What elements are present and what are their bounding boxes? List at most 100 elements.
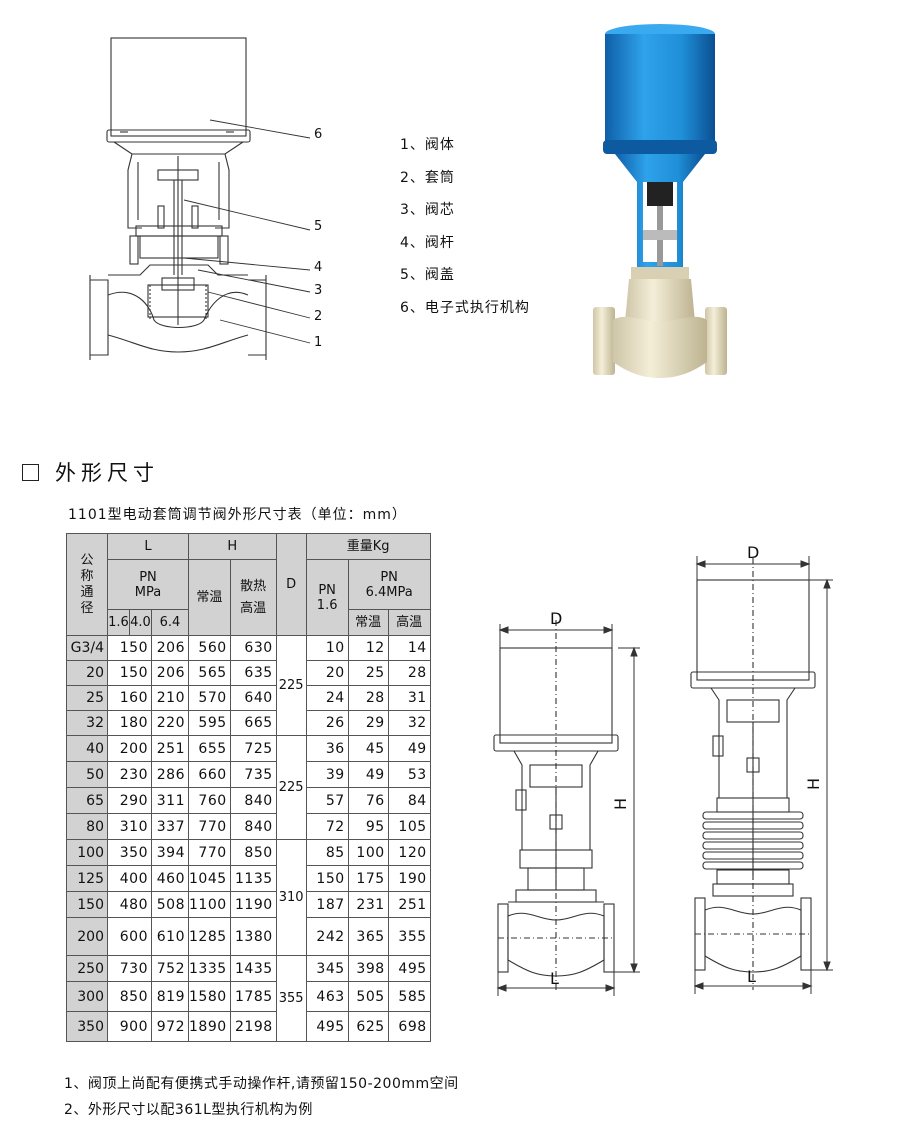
cell-l16: 230 xyxy=(107,761,152,788)
cell-l64: 819 xyxy=(151,981,189,1012)
cell-h2: 640 xyxy=(229,685,277,711)
cell-l64: 972 xyxy=(151,1011,189,1042)
cell-h2: 840 xyxy=(229,813,277,840)
cell-w16: 10 xyxy=(305,635,349,661)
outline-drawing-normal: D L H xyxy=(493,609,640,996)
cell-l16: 150 xyxy=(107,635,152,661)
cell-l16: 290 xyxy=(107,787,152,814)
cell-l16: 480 xyxy=(107,891,152,918)
dim-d-label: D xyxy=(550,609,562,628)
cell-dn: 65 xyxy=(66,787,108,814)
cell-dn: 350 xyxy=(66,1011,108,1042)
part-item: 1、阀体 xyxy=(400,137,455,153)
cell-w64h: 585 xyxy=(387,981,431,1012)
cell-w16: 150 xyxy=(305,865,349,892)
cell-w16: 36 xyxy=(305,735,349,762)
cell-w64n: 365 xyxy=(347,917,389,956)
header-high-temp: 散热 高温 xyxy=(229,559,277,636)
dimension-table: 公称通径 L H D 重量Kg PN MPa 常温 散热 高温 PN 1.6 P… xyxy=(66,533,431,1042)
cell-h1: 1285 xyxy=(188,917,231,956)
cell-h1: 1045 xyxy=(188,865,231,892)
dim-l-label: L xyxy=(550,969,559,988)
header-l: L xyxy=(107,533,189,560)
cell-w64h: 31 xyxy=(387,685,431,711)
cell-w64h: 49 xyxy=(387,735,431,762)
cell-dn: 250 xyxy=(66,955,108,982)
cell-w64h: 495 xyxy=(387,955,431,982)
parts-legend: 1、阀体 2、套筒 3、阀芯 4、阀杆 5、阀盖 6、电子式执行机构 xyxy=(400,132,600,327)
cell-d: 225 xyxy=(275,735,307,840)
cell-h1: 770 xyxy=(188,813,231,840)
callout-4: 4 xyxy=(314,260,322,275)
cell-w64n: 25 xyxy=(347,660,389,686)
header-pn64: PN 6.4MPa xyxy=(347,559,431,610)
cell-w64h: 120 xyxy=(387,839,431,866)
cell-w64h: 14 xyxy=(387,635,431,661)
cell-w64n: 175 xyxy=(347,865,389,892)
cell-l16: 850 xyxy=(107,981,152,1012)
cell-w16: 345 xyxy=(305,955,349,982)
callout-1: 1 xyxy=(314,335,322,350)
cell-h2: 665 xyxy=(229,710,277,736)
cell-h2: 1435 xyxy=(229,955,277,982)
part-item: 3、阀芯 xyxy=(400,202,455,218)
cell-h2: 735 xyxy=(229,761,277,788)
cell-w64n: 49 xyxy=(347,761,389,788)
header-pn-mpa: PN MPa xyxy=(107,559,189,610)
cell-w16: 57 xyxy=(305,787,349,814)
cell-w64n: 29 xyxy=(347,710,389,736)
callout-3: 3 xyxy=(314,283,322,298)
cell-dn: G3/4 xyxy=(66,635,108,661)
cell-h2: 1135 xyxy=(229,865,277,892)
cell-w64h: 53 xyxy=(387,761,431,788)
cell-w64n: 76 xyxy=(347,787,389,814)
cell-w16: 187 xyxy=(305,891,349,918)
cell-w64n: 12 xyxy=(347,635,389,661)
cell-w16: 463 xyxy=(305,981,349,1012)
cell-h1: 660 xyxy=(188,761,231,788)
table-caption: 1101型电动套筒调节阀外形尺寸表（单位：mm） xyxy=(68,507,407,523)
dim-l-label: L xyxy=(747,967,756,986)
callout-6: 6 xyxy=(314,127,322,142)
cell-w64h: 251 xyxy=(387,891,431,918)
dim-h-label: H xyxy=(804,778,823,790)
cell-dn: 50 xyxy=(66,761,108,788)
cell-h2: 840 xyxy=(229,787,277,814)
cell-h2: 630 xyxy=(229,635,277,661)
header-p40: 4.0 xyxy=(129,609,152,636)
cell-h2: 1785 xyxy=(229,981,277,1012)
cell-w16: 26 xyxy=(305,710,349,736)
cell-l64: 210 xyxy=(151,685,189,711)
checkbox-square-icon xyxy=(22,463,39,481)
cell-w64n: 505 xyxy=(347,981,389,1012)
cell-h2: 1190 xyxy=(229,891,277,918)
product-photo xyxy=(593,24,727,378)
cell-d: 355 xyxy=(275,955,307,1042)
cell-l16: 900 xyxy=(107,1011,152,1042)
cell-dn: 150 xyxy=(66,891,108,918)
cell-dn: 100 xyxy=(66,839,108,866)
callout-5: 5 xyxy=(314,219,322,234)
cell-w16: 24 xyxy=(305,685,349,711)
notes: 1、阀顶上尚配有便携式手动操作杆,请预留150-200mm空间 2、外形尺寸以配… xyxy=(64,1071,459,1123)
part-item: 6、电子式执行机构 xyxy=(400,299,530,316)
cell-h1: 565 xyxy=(188,660,231,686)
section-title: 外形尺寸 xyxy=(55,461,159,485)
cell-dn: 200 xyxy=(66,917,108,956)
cell-l64: 610 xyxy=(151,917,189,956)
cell-l64: 508 xyxy=(151,891,189,918)
cell-h2: 2198 xyxy=(229,1011,277,1042)
cell-dn: 40 xyxy=(66,735,108,762)
cell-h2: 635 xyxy=(229,660,277,686)
cell-w64h: 84 xyxy=(387,787,431,814)
cell-h2: 850 xyxy=(229,839,277,866)
